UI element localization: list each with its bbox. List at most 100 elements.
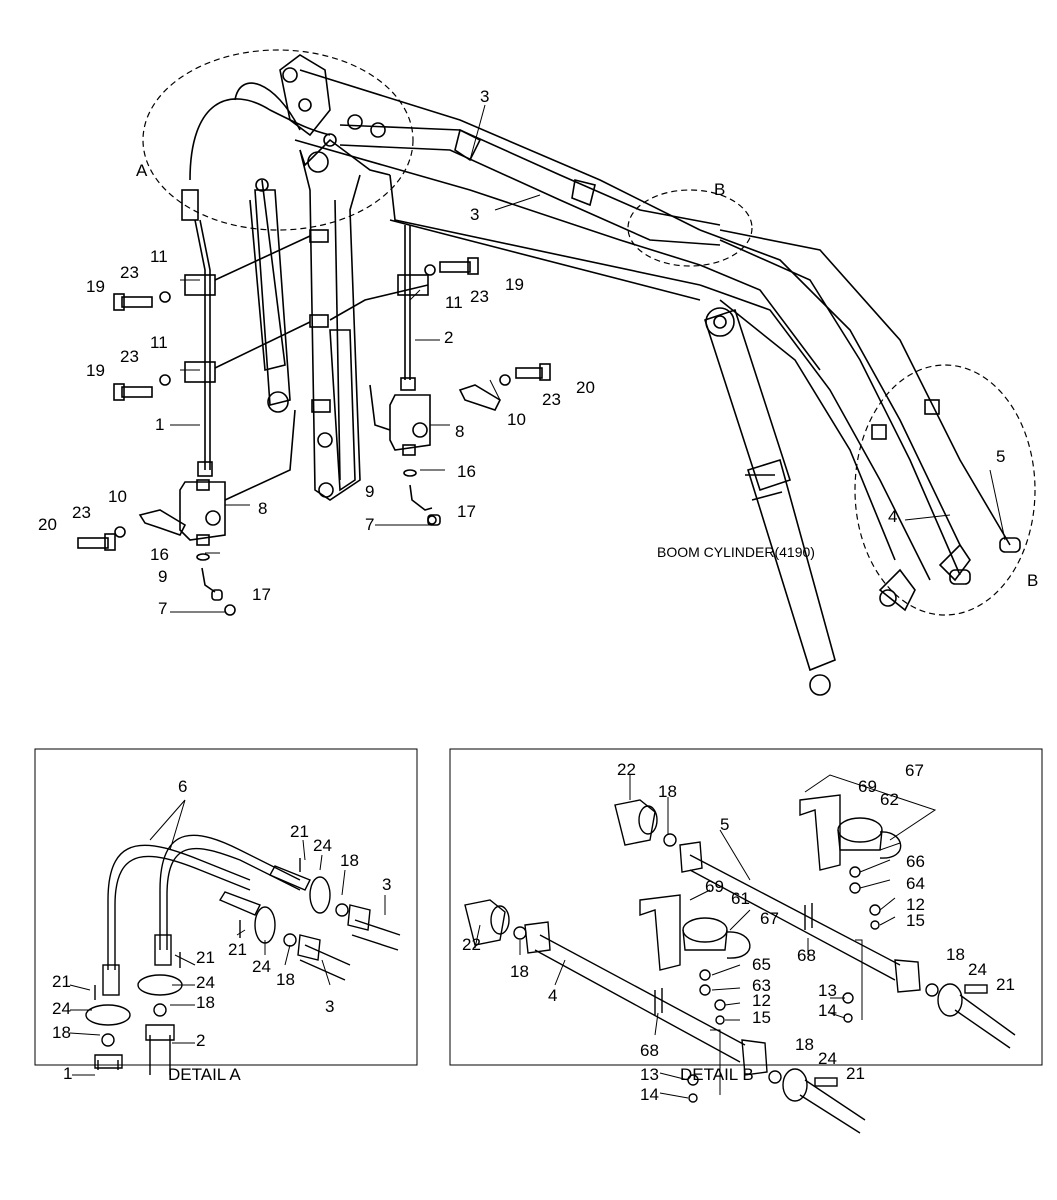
part-label: 12	[752, 991, 771, 1010]
detail-marker-a: A	[136, 161, 148, 180]
part-label: 8	[258, 499, 267, 518]
part-label: 16	[150, 545, 169, 564]
part-label: 2	[444, 328, 453, 347]
top-pivot-bracket	[279, 54, 386, 138]
part-label: 11	[445, 293, 463, 312]
part-label: 20	[576, 378, 595, 397]
part-label: 67	[760, 909, 779, 928]
pipe-1-left	[194, 219, 213, 477]
part-label: 68	[797, 946, 816, 965]
pipe-4-5	[719, 229, 1021, 585]
part-label: 17	[457, 502, 476, 521]
part-label: 21	[996, 975, 1015, 994]
part-label: 23	[470, 287, 489, 306]
part-label: 18	[52, 1023, 71, 1042]
main-labels: A B B BOOM CYLINDER(4190) 3 3 11 23 19 1…	[38, 87, 1038, 618]
detail-b-circle-top	[627, 189, 753, 267]
detail-b-panel	[449, 748, 1043, 1134]
part-label: 18	[658, 782, 677, 801]
arm-structure	[299, 133, 391, 501]
part-label: 1	[63, 1064, 72, 1083]
part-label: 63	[752, 976, 771, 995]
clamps-11	[184, 229, 429, 413]
part-label: 22	[617, 760, 636, 779]
part-label: 18	[795, 1035, 814, 1054]
part-label: 3	[470, 205, 479, 224]
main-assembly-view	[77, 49, 1036, 696]
part-label: 3	[382, 875, 391, 894]
bolts-19-left	[113, 257, 551, 401]
part-label: 18	[340, 851, 359, 870]
detail-a-caption: DETAIL A	[168, 1065, 241, 1084]
part-label: 18	[510, 962, 529, 981]
block-8-left	[77, 409, 296, 616]
part-label: 22	[462, 935, 481, 954]
part-label: 21	[196, 948, 215, 967]
part-label: 69	[858, 777, 877, 796]
pipe-2	[400, 225, 416, 391]
part-label: 68	[640, 1041, 659, 1060]
pipe-3-pair	[339, 124, 721, 246]
part-label: 19	[86, 361, 105, 380]
part-label: 19	[86, 277, 105, 296]
part-label: 18	[196, 993, 215, 1012]
part-label: 9	[158, 567, 167, 586]
part-label: 65	[752, 955, 771, 974]
part-label: 62	[880, 790, 899, 809]
part-label: 9	[365, 482, 374, 501]
boom-arm	[294, 69, 971, 612]
part-label: 4	[548, 986, 557, 1005]
part-label: 3	[325, 997, 334, 1016]
part-label: 13	[640, 1065, 659, 1084]
detail-marker-b-bottom: B	[1027, 571, 1038, 590]
part-label: 10	[507, 410, 526, 429]
boom-cylinder	[703, 307, 836, 696]
part-label: 21	[290, 822, 309, 841]
part-label: 15	[752, 1008, 771, 1027]
part-label: 64	[906, 874, 925, 893]
part-label: 24	[968, 960, 987, 979]
part-label: 1	[155, 415, 164, 434]
part-label: 14	[640, 1085, 659, 1104]
hose-upper-left	[181, 82, 331, 221]
part-label: 6	[178, 777, 187, 796]
part-label: 23	[120, 347, 139, 366]
part-label: 23	[542, 390, 561, 409]
detail-b-circle-bottom	[854, 364, 1036, 616]
part-label: 23	[120, 263, 139, 282]
part-label: 13	[818, 981, 837, 1000]
part-label: 23	[72, 503, 91, 522]
part-label: 3	[480, 87, 489, 106]
detail-marker-b-top: B	[714, 180, 725, 199]
part-label: 20	[38, 515, 57, 534]
block-8-right	[369, 384, 502, 526]
part-label: 5	[720, 815, 729, 834]
part-label: 11	[150, 247, 168, 266]
detail-a-panel	[34, 748, 418, 1076]
boom-cylinder-callout: BOOM CYLINDER(4190)	[657, 544, 815, 560]
detail-b-caption: DETAIL B	[680, 1065, 754, 1084]
part-label: 5	[996, 447, 1005, 466]
part-label: 24	[196, 973, 215, 992]
part-label: 18	[946, 945, 965, 964]
part-label: 67	[905, 761, 924, 780]
part-label: 11	[150, 333, 168, 352]
part-label: 18	[276, 970, 295, 989]
part-label: 21	[228, 940, 247, 959]
part-label: 12	[906, 895, 925, 914]
part-label: 21	[52, 972, 71, 991]
part-label: 61	[731, 889, 750, 908]
leader-lines-main	[170, 104, 1006, 613]
part-label: 21	[846, 1064, 865, 1083]
part-label: 69	[705, 877, 724, 896]
part-label: 66	[906, 852, 925, 871]
part-label: 16	[457, 462, 476, 481]
part-label: 7	[158, 599, 167, 618]
part-label: 24	[818, 1049, 837, 1068]
part-label: 19	[505, 275, 524, 294]
part-label: 17	[252, 585, 271, 604]
arm-cylinder	[249, 178, 291, 413]
part-label: 15	[906, 911, 925, 930]
part-label: 8	[455, 422, 464, 441]
